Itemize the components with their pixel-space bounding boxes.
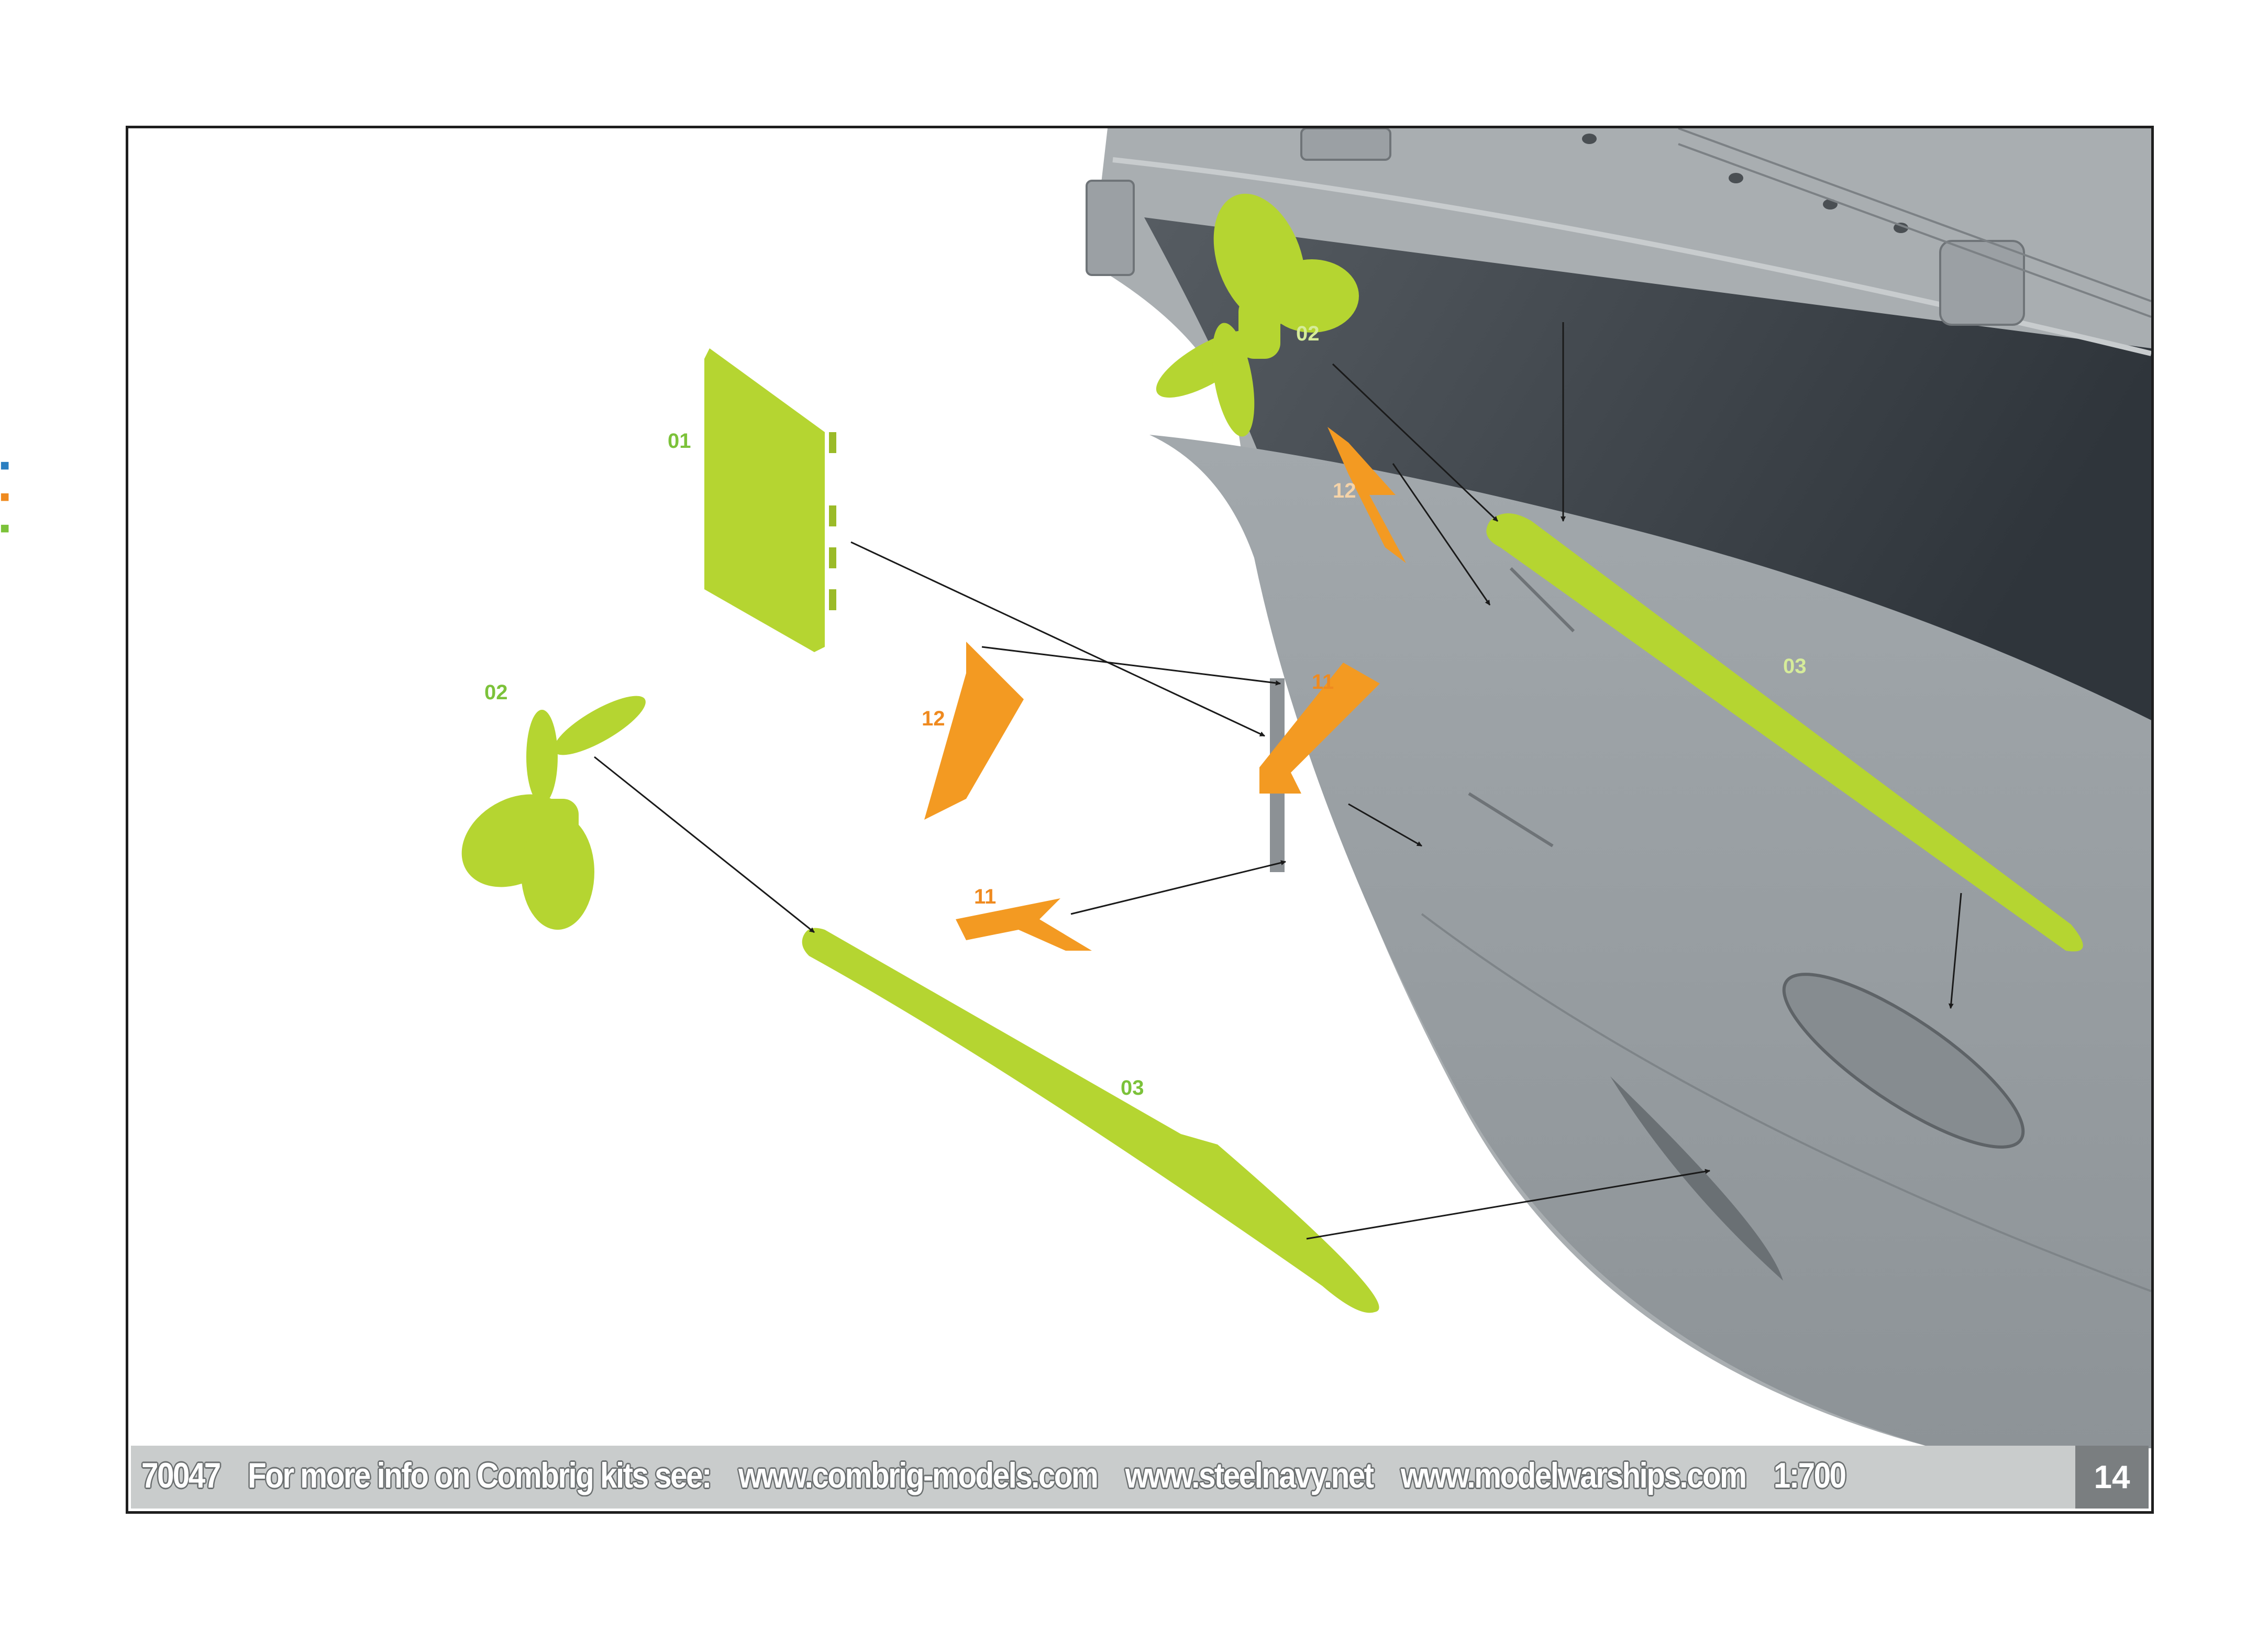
label-12-upper: 12 [1333, 479, 1356, 502]
kit-number: 70047 [141, 1456, 221, 1495]
label-01: 01 [668, 430, 691, 453]
edge-color-mark-green: ■ [0, 520, 10, 537]
assembly-frame: 01 02 02 03 03 11 11 12 12 70047 For more… [126, 126, 2154, 1514]
scale-label: 1:700 [1773, 1456, 1846, 1495]
label-02-right: 02 [1296, 322, 1320, 345]
strut-12-upper [1327, 427, 1406, 563]
strut-12-center [924, 642, 1024, 820]
footer-link-modelwarships[interactable]: www.modelwarships.com [1400, 1456, 1747, 1495]
assembly-diagram: 01 02 02 03 03 11 11 12 12 [461, 128, 2151, 1448]
footer-link-combrig[interactable]: www.combrig-models.com [738, 1456, 1099, 1495]
part-labels: 01 02 02 03 03 11 11 12 12 [484, 322, 1807, 1099]
footer-bar: 70047 For more info on Combrig kits see: w… [131, 1446, 2149, 1509]
edge-color-mark-orange: ■ [0, 488, 10, 505]
label-03-left: 03 [1121, 1076, 1144, 1099]
strut-11-lower [956, 898, 1092, 951]
assembly-arrows [594, 322, 1962, 1240]
label-11-center: 11 [1312, 670, 1334, 694]
shaft-03-right [1486, 513, 2083, 952]
strut-11-center [1259, 663, 1380, 794]
propeller-02-right [1156, 193, 1359, 437]
label-02-left: 02 [484, 681, 508, 704]
footer-link-steelnavy[interactable]: www.steelnavy.net [1125, 1456, 1374, 1495]
edge-color-mark-blue: ■ [0, 457, 10, 474]
propeller-02-left [461, 696, 646, 930]
page-number: 14 [2075, 1446, 2149, 1509]
plate-01 [704, 348, 836, 652]
label-11-lower: 11 [974, 885, 996, 908]
label-12-center: 12 [922, 707, 945, 730]
shaft-03-left [802, 928, 1379, 1313]
footer-text: 70047 For more info on Combrig kits see: w… [141, 1455, 1873, 1496]
footer-info: For more info on Combrig kits see: [248, 1456, 712, 1495]
label-03-right: 03 [1783, 655, 1807, 678]
